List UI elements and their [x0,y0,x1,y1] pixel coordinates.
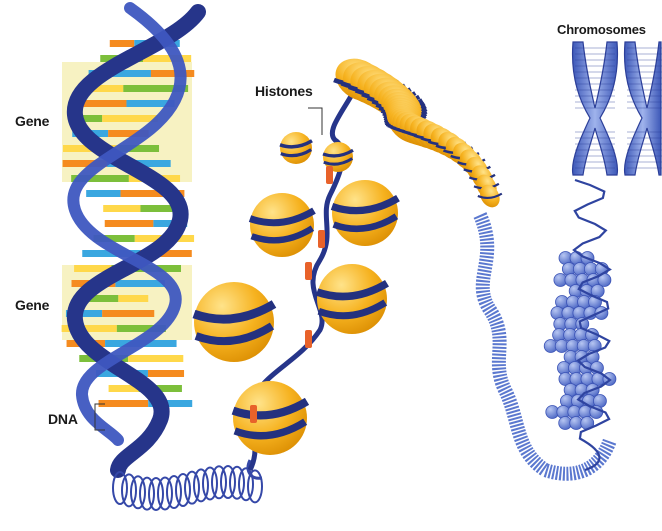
linker-segment [305,330,312,348]
bead-cluster [544,252,616,430]
base-pair [102,310,154,317]
base-pair [118,295,148,302]
linker-segment [305,262,312,280]
base-pair [151,70,194,77]
linker-segment [250,405,257,423]
base-pair [99,400,149,407]
chromosome-left [573,42,618,175]
histones-bracket [308,108,322,135]
histones-label: Histones [255,83,313,99]
dna-label: DNA [48,411,78,427]
base-pair [128,355,183,362]
base-pair [86,190,120,197]
base-pair [110,40,135,47]
base-pair [103,205,140,212]
chromosome-right [625,42,661,175]
base-pair [102,115,157,122]
linker-segment [318,230,325,248]
base-pair [115,280,165,287]
base-pair [143,55,191,62]
linker-segment [326,166,333,184]
dna-coil [113,460,262,510]
chromosomes-label: Chromosomes [557,22,646,37]
base-pair [105,220,154,227]
gene-label-top: Gene [15,113,49,129]
histones [194,132,398,455]
chromosome-pair [573,42,662,175]
base-pair [148,370,184,377]
gene-label-bottom: Gene [15,297,49,313]
